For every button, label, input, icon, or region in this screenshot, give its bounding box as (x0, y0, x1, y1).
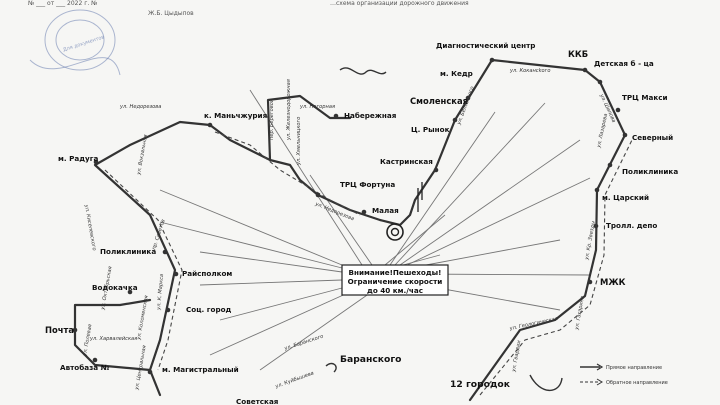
street-belovskogo: ул. Беловского (456, 86, 476, 127)
stop-poliklinika-right: Поликлиника (622, 167, 678, 176)
stop-kastrinskaya: Кастринская (380, 157, 433, 166)
header-line: № ___ от ___ 2022 г. № (28, 0, 97, 7)
stop-maya: Малая (372, 206, 399, 215)
street-nagornaya: ул. Нагорная (299, 104, 335, 110)
stop-magistralny: м. Магистральный (162, 365, 239, 374)
stop-diag-center: Диагностический центр (436, 41, 535, 50)
street-zheleznod: ул. Железнодорожная (286, 79, 292, 141)
legend-forward: Прямое направление (606, 365, 662, 371)
warning-line-2: Ограничение скорости (348, 277, 443, 286)
stop-pochta: Почта (45, 325, 74, 335)
pedestrian-zone-rays (159, 89, 591, 371)
uturn-arrow (529, 374, 563, 392)
stop-baranskogo: Баранского (340, 354, 401, 365)
stop-severny: Северный (632, 133, 673, 142)
street-polevaya: ул. Полевая (82, 324, 94, 358)
stops (72, 57, 628, 375)
street-kokanskogo: ул. Кокансkого (509, 68, 550, 74)
stop-sovetskaya: Советская (236, 397, 279, 405)
stop-naberezhnaya: Набережная (344, 111, 397, 120)
stop-trc-maksi: ТРЦ Макси (622, 93, 668, 102)
street-kharvalenskoe: ул. Харвалейская (89, 336, 137, 342)
street-nedorezova-top: ул. Недорезова (119, 104, 161, 110)
turn-arrow (325, 362, 337, 373)
street-beregovaya: пер. Береговой (269, 98, 275, 140)
stop-ts-rynok: Ц. Рынок (411, 125, 450, 134)
stop-tsarsky: м. Царский (602, 193, 649, 202)
street-gagarina: ул. Гагарина (574, 296, 586, 332)
stop-sots-gorod: Соц. город (186, 305, 232, 314)
route-branch-pochta (73, 298, 152, 372)
stop-smolenskaya: Смоленская (410, 96, 468, 106)
return-line-left (104, 169, 183, 371)
route-line (93, 58, 627, 402)
stop-12-gorodok: 12 городок (450, 379, 511, 390)
stop-mzhk: МЖК (600, 277, 626, 287)
street-geologicheskaya: ул. Геологическая (508, 316, 558, 332)
stop-vodokachka: Водокачка (92, 283, 138, 292)
legend: Прямое направление Обратное направление (580, 363, 668, 386)
crosswalk-mark (417, 182, 423, 212)
warning-line-1: Внимание!Пешеходы! (349, 268, 442, 277)
return-line (479, 139, 633, 396)
street-gvardii: ул. Гвардии (511, 339, 523, 373)
stop-kedr: м. Кедр (440, 69, 473, 78)
street-lazareva: ул. Лазарева (596, 113, 609, 149)
stop-avtobaza: Автобаза № (60, 363, 110, 372)
stop-poliklinika-left: Поликлиника (100, 247, 156, 256)
official-stamp: Для документов (29, 9, 121, 76)
stop-manchzhuria: к. Маньчжурия (204, 111, 268, 120)
river-mark (339, 67, 387, 75)
stop-kkb: ККБ (568, 49, 588, 59)
street-khmelnitskogo: ул. Хмельницкого (296, 117, 302, 166)
stop-trc-fortuna: ТРЦ Фортуна (340, 180, 395, 189)
street-baranskogo: ул. Баранского (283, 334, 324, 353)
street-kiselevskogo: ул. Киселевского (83, 203, 97, 251)
street-kuibysheva: ул. Куйбышева (274, 370, 315, 390)
stamp-text: Для документов (62, 34, 105, 53)
return-line-top (214, 131, 361, 216)
stop-det-bolnica: Детская б - ца (594, 59, 654, 68)
street-nedorezova-bottom: ул. Недорезова (313, 201, 355, 222)
header-title: …схема организации дорожного движения (330, 0, 469, 7)
stop-raispolkom: Райсполком (182, 269, 232, 278)
speed-warning-box: Внимание!Пешеходы! Ограничение скорости … (341, 264, 449, 296)
warning-line-3: до 40 км./час (367, 286, 423, 295)
header-signer: Ж.Б. Цыдыпов (148, 10, 194, 17)
stop-troll-depo: Тролл. депо (606, 221, 657, 230)
stop-raduga: м. Радуга (58, 154, 98, 163)
street-k-marksa: ул. К. Маркса (156, 274, 165, 312)
legend-backward: Обратное направление (606, 380, 668, 386)
terminal-ring (386, 223, 404, 241)
